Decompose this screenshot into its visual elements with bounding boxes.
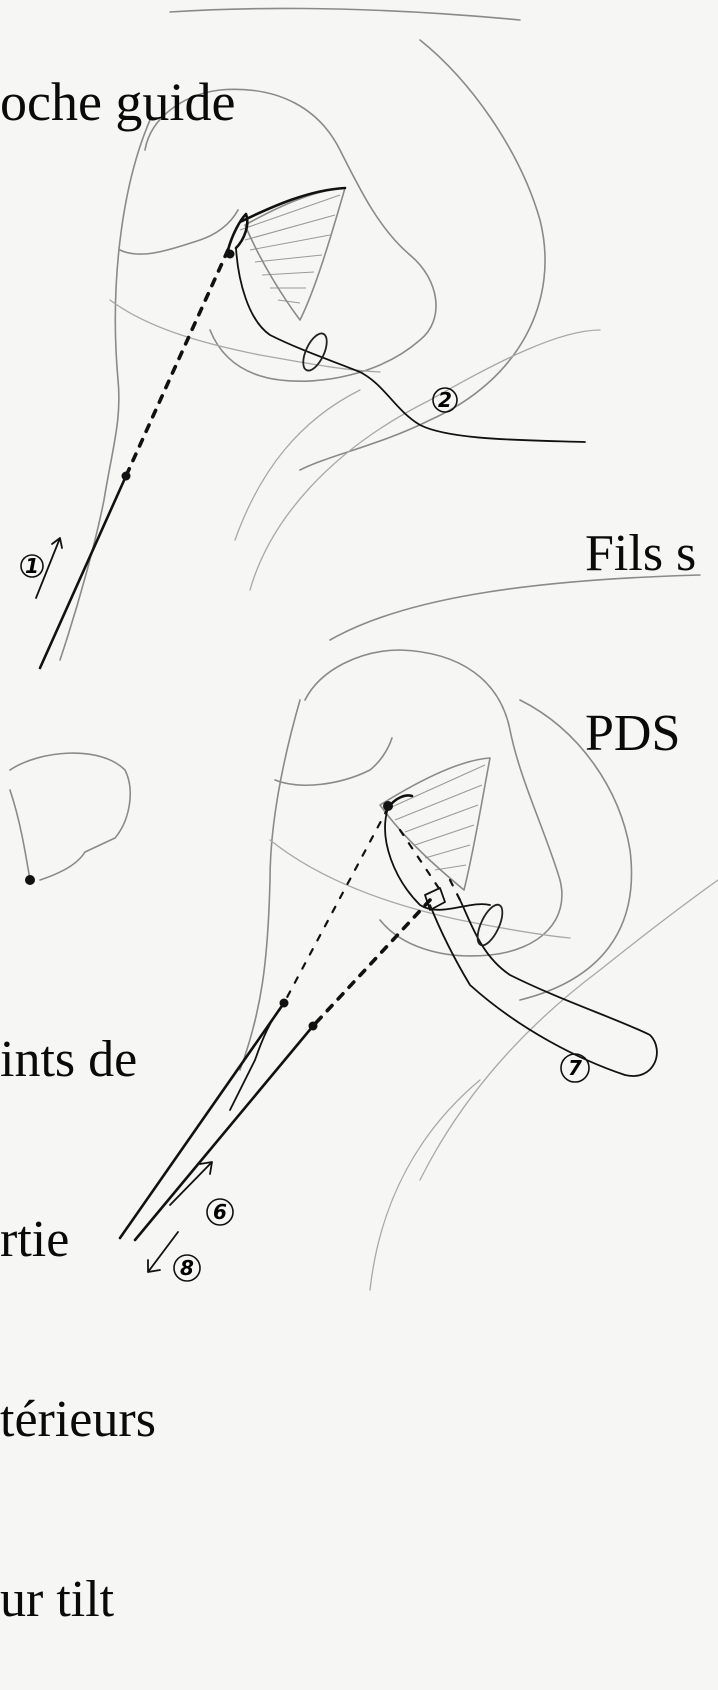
step1-label: 1 — [25, 554, 39, 578]
lower-tunnel-dashed-2 — [313, 900, 430, 1026]
step1-marker: 1 — [21, 554, 43, 578]
upper-shaft-right — [250, 330, 600, 590]
fils-label-line-2: PDS — [585, 704, 696, 764]
upper-suture-thread — [236, 248, 585, 442]
points-label: ints de rtie térieurs ur tilt — [0, 910, 156, 1690]
lower-side-sketch — [10, 753, 130, 880]
upper-ligament-fan — [240, 188, 345, 320]
fils-label: Fils s PDS — [585, 404, 696, 824]
lower-tunnel-dashed-1 — [284, 808, 388, 1003]
upper-bone-right-contour — [300, 40, 545, 470]
upper-guide-pin — [40, 476, 126, 668]
lower-notch — [275, 738, 392, 785]
step8-marker: 8 — [174, 1255, 200, 1281]
step7-label: 7 — [568, 1056, 582, 1080]
points-label-line-2: rtie — [0, 1210, 156, 1270]
lower-shaft-line — [370, 1080, 480, 1290]
step7-marker: 7 — [561, 1054, 589, 1082]
upper-notch-line — [110, 300, 380, 372]
side-sketch-dot — [25, 875, 35, 885]
step2-marker: 2 — [433, 388, 457, 412]
step6-arrow — [170, 1162, 212, 1205]
step6-label: 6 — [213, 1200, 227, 1224]
lower-notch-line — [270, 840, 570, 938]
upper-notch — [120, 210, 238, 254]
upper-eyelet — [298, 330, 331, 374]
step6-marker: 6 — [207, 1199, 233, 1225]
points-label-line-3: térieurs — [0, 1390, 156, 1450]
points-label-line-1: ints de — [0, 1030, 156, 1090]
lower-shaft-right — [420, 880, 718, 1180]
upper-tunnel-dashed — [126, 250, 228, 476]
lower-eyelet — [473, 901, 508, 948]
title-text: oche guide — [0, 75, 235, 129]
lower-entry-dot — [383, 801, 393, 811]
step8-label: 8 — [180, 1256, 194, 1280]
step1-arrow — [36, 538, 62, 598]
upper-suture-loop — [228, 188, 345, 250]
lower-suture-inner — [385, 808, 490, 910]
points-label-line-4: ur tilt — [0, 1570, 156, 1630]
upper-entry-dot — [226, 250, 235, 259]
lower-square-knot — [425, 888, 445, 910]
lower-suture-loop — [430, 900, 657, 1076]
fils-label-line-1: Fils s — [585, 524, 696, 584]
upper-shaft-inner — [235, 390, 360, 540]
lower-ligament-fan — [380, 758, 490, 890]
step2-label: 2 — [438, 388, 452, 412]
